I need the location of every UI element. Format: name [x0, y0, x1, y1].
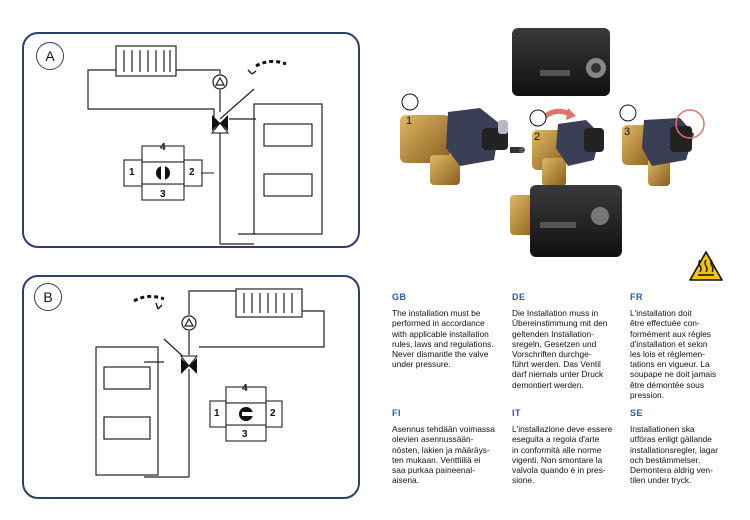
three-way-valve-icon — [210, 115, 230, 134]
pump-icon — [181, 315, 197, 331]
language-code: GB — [392, 292, 407, 302]
step-number-2: 2 — [534, 131, 541, 143]
language-block-se: SE Installationen ska utföras enligt gäl… — [630, 408, 740, 485]
language-code: SE — [630, 408, 644, 418]
port-label-3: 3 — [242, 429, 248, 440]
language-block-it: IT L'installazione deve essere eseguita … — [512, 408, 622, 485]
port-label-3: 3 — [160, 189, 166, 200]
panel-label-a: A — [36, 42, 64, 70]
diagram-panel-b: B — [22, 275, 360, 499]
port-label-2: 2 — [270, 408, 276, 419]
language-text: The installation must be performed in ac… — [392, 308, 494, 370]
heating-circuit-diagram-b — [95, 288, 325, 478]
language-text: Die Installation muss in Übereinstimmung… — [512, 308, 608, 390]
language-code: IT — [512, 408, 521, 418]
panel-label-b: B — [34, 283, 62, 311]
step-number-1: 1 — [406, 115, 413, 127]
port-label-4: 4 — [160, 142, 166, 153]
valve-step-3 — [622, 109, 705, 186]
assembled-valve-actuator — [510, 185, 622, 257]
pump-icon — [212, 74, 228, 90]
port-label-2: 2 — [189, 167, 195, 178]
language-code: FR — [630, 292, 643, 302]
three-way-valve-icon — [179, 355, 199, 374]
language-text: Asennus tehdään voimassa olevien asennus… — [392, 424, 495, 486]
port-label-1: 1 — [129, 167, 135, 178]
language-text: Installationen ska utföras enligt gällan… — [630, 424, 718, 486]
valve-step-2 — [532, 108, 604, 186]
valve-body-diagram — [123, 145, 203, 201]
language-block-gb: GB The installation must be performed in… — [392, 292, 502, 369]
language-text: L'installazione deve essere eseguita a r… — [512, 424, 613, 486]
diagram-panel-a: A — [22, 32, 360, 248]
language-code: FI — [392, 408, 401, 418]
installation-steps-illustration: 1 2 3 — [390, 20, 730, 270]
boiler-icon — [95, 346, 159, 476]
radiator-icon — [115, 45, 177, 77]
boiler-icon — [253, 103, 323, 235]
port-label-1: 1 — [214, 408, 220, 419]
actuator-top — [512, 28, 610, 96]
language-code: DE — [512, 292, 526, 302]
language-block-de: DE Die Installation muss in Übereinstimm… — [512, 292, 622, 390]
hot-surface-warning-icon — [688, 250, 724, 287]
valve-step-1 — [400, 108, 525, 185]
heating-circuit-diagram-a — [87, 45, 323, 245]
language-text: L'installation doit être effectuée con- … — [630, 308, 717, 400]
language-block-fr: FR L'installation doit être effectuée co… — [630, 292, 740, 400]
valve-body-diagram — [209, 386, 283, 442]
port-label-4: 4 — [242, 383, 248, 394]
step-number-3: 3 — [624, 126, 631, 138]
language-block-fi: FI Asennus tehdään voimassa olevien asen… — [392, 408, 502, 485]
radiator-icon — [235, 288, 303, 318]
